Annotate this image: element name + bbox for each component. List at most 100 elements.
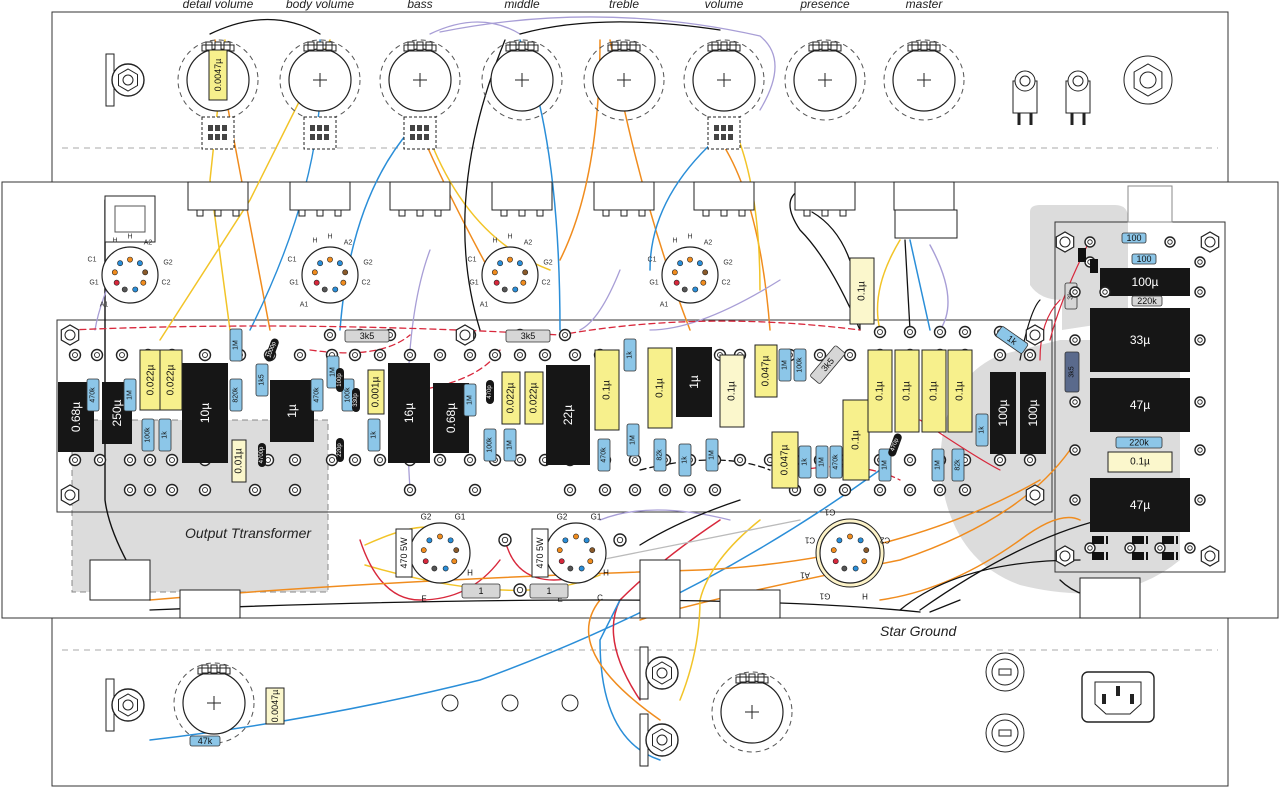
turret-eyelet-hole <box>147 487 153 493</box>
tube-pin-label: H <box>672 238 677 245</box>
turret-eyelet-hole <box>492 352 498 358</box>
pot-lug <box>210 664 218 674</box>
switch-contact <box>324 134 329 140</box>
pot-rear-lug <box>821 209 829 217</box>
iec-pin <box>1130 694 1134 704</box>
turret-eyelet-hole <box>907 329 913 335</box>
turret-eyelet-hole <box>842 487 848 493</box>
resistor <box>951 448 965 482</box>
resistor <box>1115 436 1163 449</box>
diode-band <box>1104 536 1106 544</box>
iec-pin <box>1102 694 1106 704</box>
resistor <box>189 735 221 747</box>
tube-pin <box>578 565 585 572</box>
screen-resistor: 470 5W <box>531 528 549 578</box>
turret-eyelet-hole <box>687 487 693 493</box>
turret-eyelet-hole <box>542 352 548 358</box>
ceramic-capacitor-body <box>352 388 360 412</box>
resistor-diagonal: 3k5 <box>810 345 846 384</box>
capacitor-value-label: 47µ <box>1130 398 1150 412</box>
tube-pin-label: G1 <box>289 280 298 287</box>
resistor <box>778 348 792 382</box>
tube-pin <box>583 537 590 544</box>
tube-pin-label: C2 <box>542 280 551 287</box>
pot-tab <box>197 667 231 675</box>
pot-rear-lug <box>536 209 544 217</box>
turret-eyelet-hole <box>602 487 608 493</box>
wire <box>599 509 731 521</box>
tube-pin <box>836 537 843 544</box>
resistor <box>229 328 243 362</box>
pot-lug <box>527 41 535 51</box>
tube-pin-label: A1 <box>480 302 489 309</box>
rear-jack-frame <box>639 559 681 619</box>
pot-tab <box>607 44 641 52</box>
capacitor-value-label: 0.1µ <box>955 381 966 401</box>
mounting-hole <box>1204 550 1216 562</box>
pilot-lamp-lens <box>1139 71 1157 89</box>
resistor-value-label: 1k <box>979 426 986 434</box>
resistor-value-label: 3k5 <box>360 331 375 341</box>
pot-capacitor-label: 0.0047µ <box>213 59 223 92</box>
pot-lug <box>729 41 737 51</box>
pot-lug <box>325 41 333 51</box>
tube-pin-label: A1 <box>300 302 309 309</box>
turret-eyelet-hole <box>907 487 913 493</box>
mounting-hole <box>1029 489 1041 501</box>
turret-eyelet-hole <box>877 329 883 335</box>
capacitor-value-label: 0.1µ <box>727 381 738 401</box>
turret-eyelet-hole <box>1072 497 1078 503</box>
turret-eyelet-hole <box>1197 337 1203 343</box>
resistor-value-label: 1k <box>371 431 378 439</box>
resistor <box>995 326 1029 354</box>
pot-knob-outline <box>279 39 361 121</box>
output-transformer-bell <box>89 559 151 601</box>
tube-pin <box>677 260 684 267</box>
tube-socket <box>409 522 471 584</box>
tube-pin <box>132 286 139 293</box>
turret-eyelet-hole <box>97 457 103 463</box>
star-ground-label: Star Ground <box>880 623 957 639</box>
ceramic-capacitor: 4700p <box>258 443 266 467</box>
tube-pin-label: G1 <box>649 280 658 287</box>
turret-eyelet-hole <box>962 487 968 493</box>
mounting-hole <box>459 329 471 341</box>
electrolytic-capacitor <box>1090 308 1190 372</box>
capacitor-value-label: 100µ <box>1026 399 1040 426</box>
film-capacitor <box>842 399 870 481</box>
turret-eyelet-hole <box>1087 545 1093 551</box>
switch-contact <box>215 134 220 140</box>
resistor-value-label: 3k5 <box>1069 366 1076 377</box>
pot-lug <box>205 41 213 51</box>
tube-pin <box>451 558 458 565</box>
screen-resistor-body <box>531 528 549 578</box>
switch-contact <box>410 134 415 140</box>
resistor-value-label: 1M <box>709 450 716 460</box>
tube-pin <box>841 565 848 572</box>
tube-pin <box>321 286 328 293</box>
pot-knob-outline <box>883 39 965 121</box>
resistor-value-label: 1k <box>682 456 689 464</box>
tube-pin <box>311 269 318 276</box>
switch-contact <box>728 125 733 131</box>
tube-pin <box>863 547 870 554</box>
pot-lug <box>316 41 324 51</box>
capacitor-value-label: 1000p <box>266 341 278 359</box>
pot-lug <box>911 41 919 51</box>
tube-pin <box>522 269 529 276</box>
capacitor-value-label: 0.1µ <box>655 378 666 398</box>
tube-pin <box>696 260 703 267</box>
turret-eyelet-hole <box>352 352 358 358</box>
pot-capacitor <box>208 49 228 101</box>
capacitor-value-label: 4700p <box>259 446 265 463</box>
tube-socket <box>819 522 881 584</box>
tube-pin <box>562 537 569 544</box>
tube-pin-label: C2 <box>722 280 731 287</box>
resistor-value-label: 100 <box>1126 233 1141 243</box>
resistor-value-label: 1M <box>882 460 889 470</box>
turret-eyelet-hole <box>252 487 258 493</box>
resistor <box>255 363 269 397</box>
resistor <box>503 428 517 462</box>
capacitor-value-label: 0.1µ <box>875 381 886 401</box>
turret-eyelet-hole <box>1072 447 1078 453</box>
